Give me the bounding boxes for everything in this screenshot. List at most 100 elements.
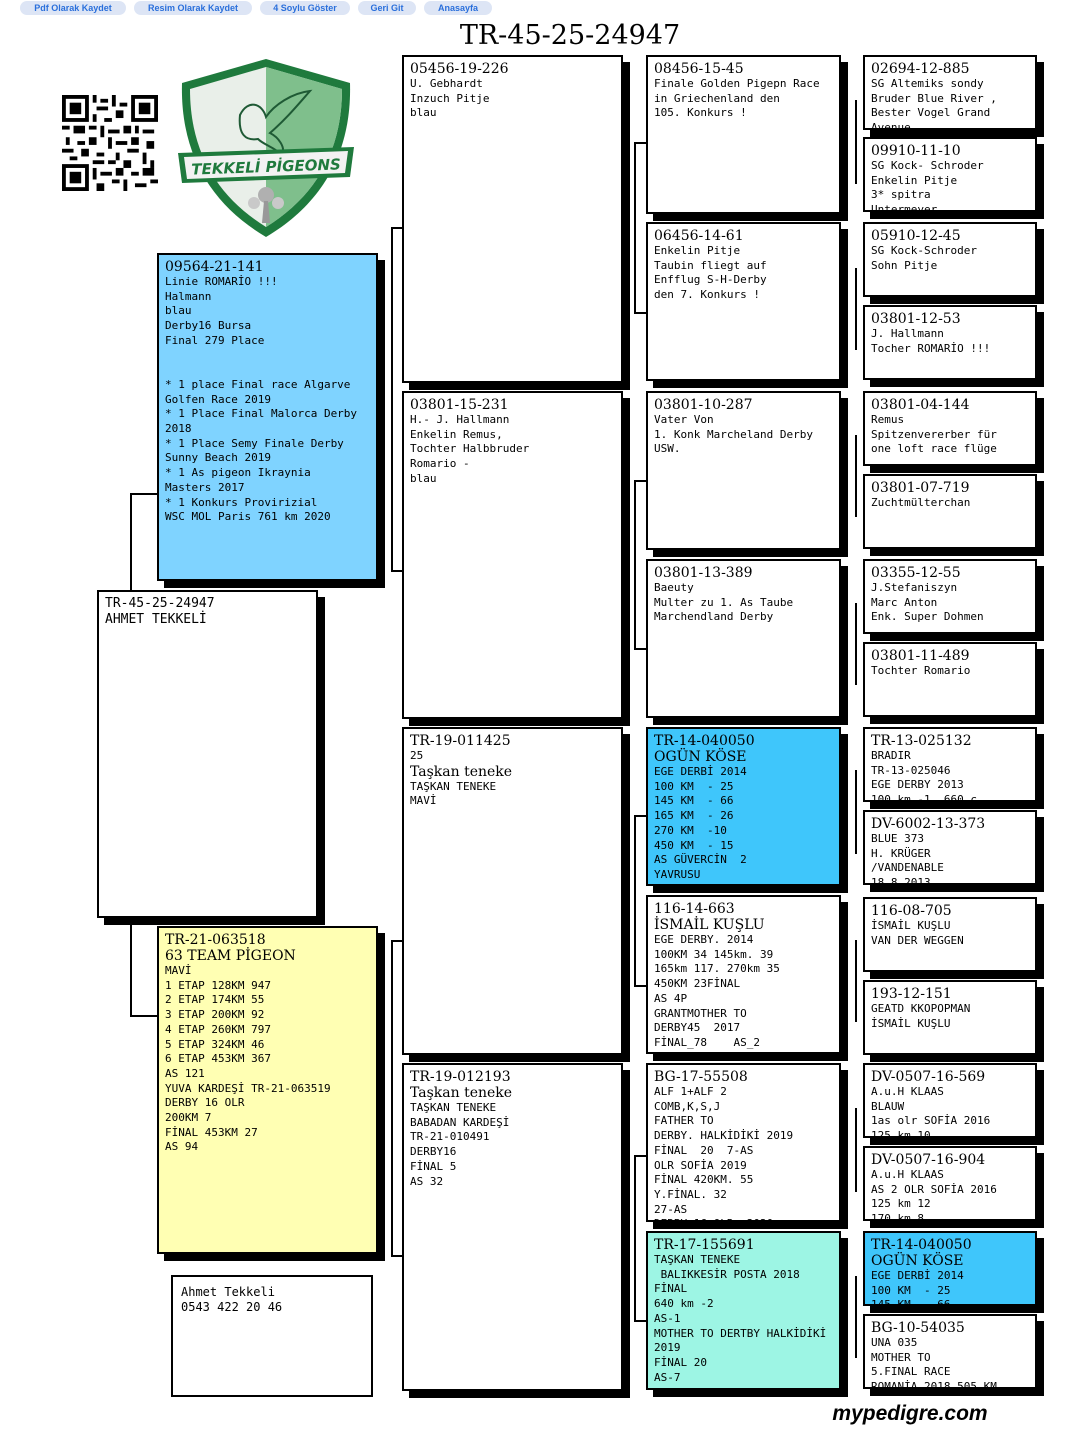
ring-number: TR-21-063518 [165,932,266,948]
connector [391,940,393,1257]
info-line: DERBY16 [410,1145,457,1159]
connector [634,815,636,987]
info-line: 2019 [654,1341,681,1355]
info-line: blau [165,304,192,318]
ring-number: TR-19-012193 [410,1069,511,1085]
pigeon-name: İSMAİL KUŞLU [654,917,765,933]
info-line: AHMET TEKKELİ [105,612,207,627]
info-line: Bruder Blue River , [871,91,997,105]
connector [130,493,160,495]
show-4-generations-button[interactable]: 4 Soylu Göster [260,1,350,15]
info-line: one loft race flüge [871,442,997,456]
info-line: Tocher ROMARİO !!! [871,341,991,355]
info-line: 125 km 12 [871,1197,931,1211]
info-line: Untermeyer [871,203,938,212]
ring-number: 09910-11-10 [871,143,961,159]
info-line: Taubin fliegt auf [654,258,767,272]
connector [855,603,857,685]
info-line: FATHER TO [654,1114,714,1128]
info-line: 145 KM - 66 [871,1298,951,1306]
info-line: TAŞKAN TENEKE [410,779,497,793]
info-line: A.u.H KLAAS [871,1085,944,1098]
pdf-save-button[interactable]: Pdf Olarak Kaydet [20,1,126,15]
info-line: FİNAL 5 [410,1159,457,1173]
home-button[interactable]: Anasayfa [424,1,492,15]
info-line: Spitzenvererber für [871,427,997,441]
info-line: AS-1 [654,1311,681,1325]
info-line: Linie ROMARİO !!! [165,275,278,288]
info-line: WSC MOL Paris 761 km 2020 [165,510,331,524]
info-line: 105. Konkurs ! [654,106,747,120]
image-save-button[interactable]: Resim Olarak Kaydet [134,1,252,15]
pigeon-name: 63 TEAM PİGEON [165,948,296,964]
info-line: Tochter Halbbruder [410,442,530,456]
ring-number: 08456-15-45 [654,61,744,77]
info-line: 1. Konk Marcheland Derby [654,427,813,441]
info-line: BLUE 373 [871,832,924,845]
info-line: 3 ETAP 200KM 92 [165,1008,265,1022]
pigeon-name: OGÜN KÖSE [871,1253,964,1269]
info-line: 2018 [165,422,192,436]
info-line: 5.FINAL RACE [871,1365,951,1379]
info-line: 125 km 10 [871,1129,931,1138]
info-line: EGE DERBİ 2014 [654,765,747,778]
info-line: Final 279 Place [165,333,265,347]
back-button[interactable]: Geri Git [358,1,416,15]
pedigree-title: TR-45-25-24947 [459,20,681,51]
info-line: Remus [871,413,905,426]
info-line: DERBY. HALKİDİKİ 2019 [654,1129,794,1143]
connector [855,435,857,517]
connector [855,940,857,1022]
pigeon-name: OGÜN KÖSE [654,749,747,765]
ring-number: DV-0507-16-904 [871,1152,986,1168]
info-line: Golfen Race 2019 [165,392,271,406]
info-line: BABADAN KARDEŞİ [410,1115,510,1129]
info-line: AS GÜVERCİN 2 [654,853,747,867]
connector [130,918,132,1017]
info-line: Multer zu 1. As Taube [654,595,794,609]
info-line: AS 32 [410,1174,444,1188]
ring-number: TR-14-040050 [654,733,755,749]
info-line: J. Hallmann [871,327,944,340]
info-line: A.u.H KLAAS [871,1168,944,1181]
info-line: 4 ETAP 260KM 797 [165,1022,271,1036]
info-line: * 1 place Final race Algarve [165,377,351,391]
ring-number: BG-10-54035 [871,1320,965,1336]
info-line: OLR SOFİA 2019 [654,1158,747,1172]
info-line: TR-21-010491 [410,1130,490,1144]
connector [391,227,393,572]
ring-number: 193-12-151 [871,986,952,1002]
info-line: Enk. Super Dohmen [871,610,984,624]
